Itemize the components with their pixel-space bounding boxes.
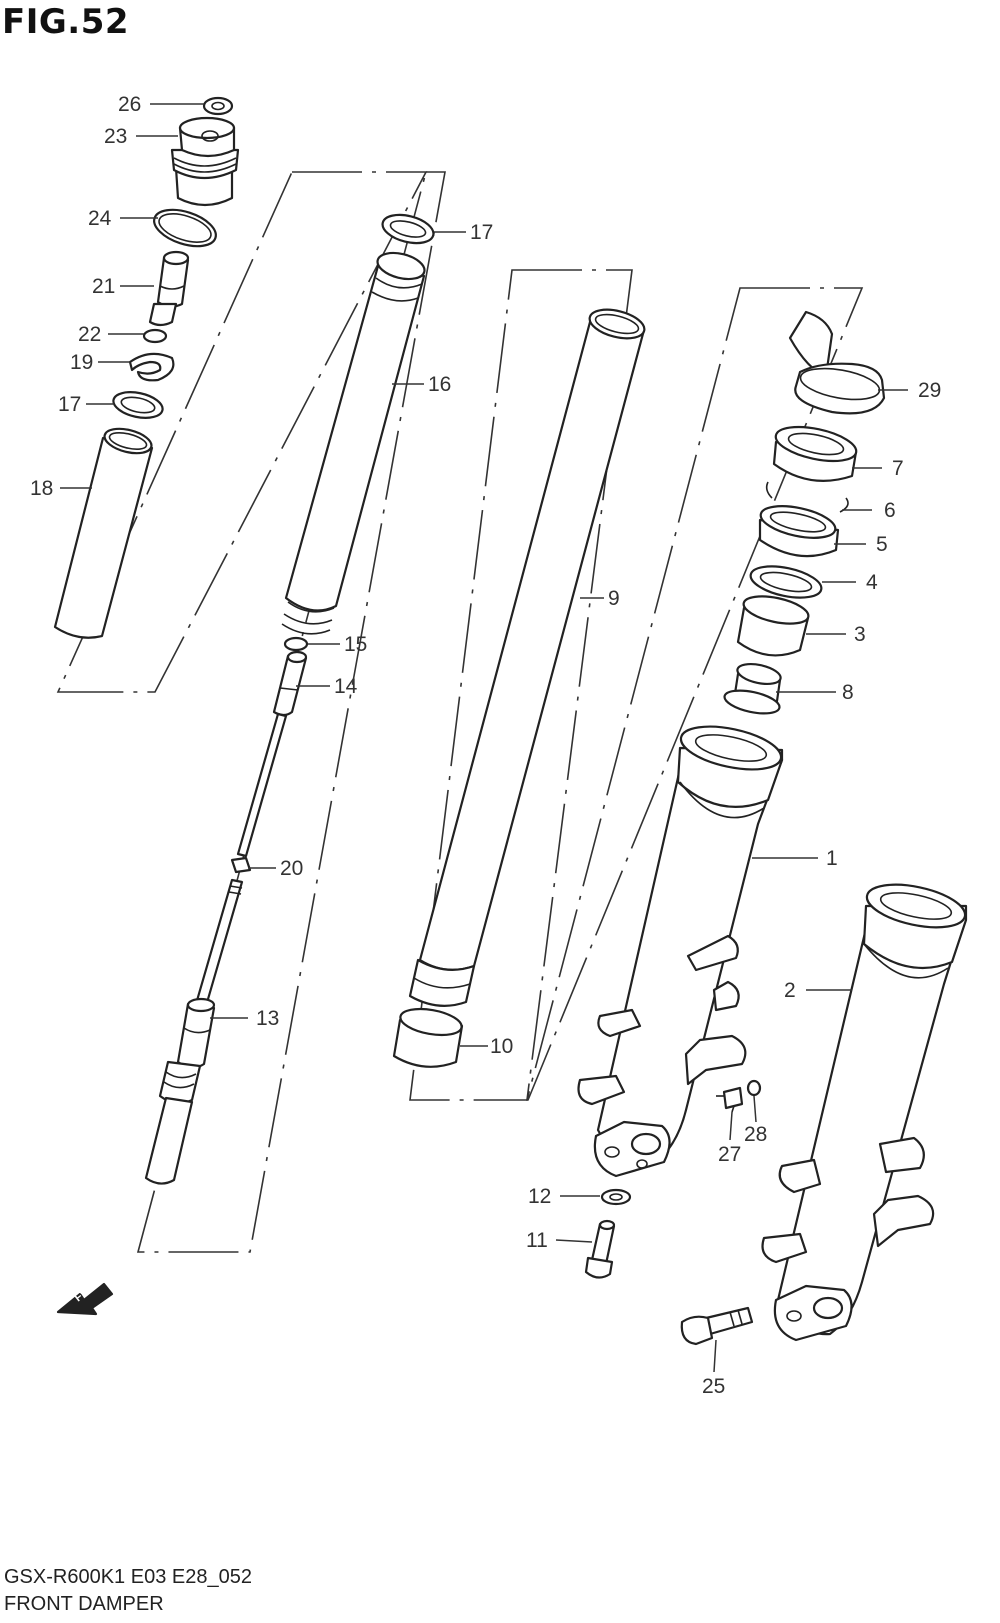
callout-4: 4 bbox=[866, 571, 878, 594]
part-11-bolt bbox=[584, 1219, 616, 1279]
part-28-gasket bbox=[746, 1079, 762, 1097]
callout-17-left: 17 bbox=[58, 393, 81, 416]
leader-lines bbox=[60, 103, 908, 1373]
callout-27: 27 bbox=[718, 1143, 741, 1166]
part-26-washer bbox=[202, 96, 234, 116]
callout-11: 11 bbox=[526, 1229, 548, 1252]
part-15-o-ring bbox=[283, 636, 309, 652]
callout-13: 13 bbox=[256, 1007, 279, 1030]
part-9-inner-tube bbox=[408, 308, 646, 1007]
callout-28: 28 bbox=[744, 1123, 767, 1146]
part-10-bushing bbox=[392, 1007, 464, 1068]
part-4-washer bbox=[749, 565, 823, 599]
part-17-ring-left bbox=[112, 391, 164, 419]
part-29-dust-cover bbox=[788, 310, 886, 415]
part-3-outer-bushing bbox=[736, 595, 810, 657]
callout-17-right: 17 bbox=[470, 221, 493, 244]
part-8-guide-bushing bbox=[723, 662, 782, 715]
part-23-cap-bolt bbox=[170, 116, 240, 207]
group-box-left bbox=[56, 171, 428, 693]
callout-22: 22 bbox=[78, 323, 101, 346]
part-20-nut bbox=[230, 856, 252, 874]
callout-5: 5 bbox=[876, 533, 888, 556]
part-1-outer-tube-right bbox=[577, 725, 784, 1178]
part-6-stopper-ring bbox=[765, 481, 849, 513]
callout-15: 15 bbox=[344, 633, 367, 656]
callout-29: 29 bbox=[918, 379, 941, 402]
callout-18: 18 bbox=[30, 477, 53, 500]
figure-title: FIG.52 bbox=[2, 2, 130, 42]
part-16-fork-spring bbox=[281, 251, 426, 635]
part-2-outer-tube-left bbox=[761, 883, 968, 1342]
part-5-oil-seal bbox=[758, 505, 840, 558]
part-13-damper-rod bbox=[144, 878, 244, 1185]
callout-26: 26 bbox=[118, 93, 141, 116]
model-code: GSX-R600K1 E03 E28_052 bbox=[4, 1566, 252, 1588]
callout-8: 8 bbox=[842, 681, 854, 704]
callout-23: 23 bbox=[104, 125, 127, 148]
part-7-dust-seal bbox=[772, 425, 858, 482]
figure-subtitle: FRONT DAMPER bbox=[4, 1593, 164, 1615]
callout-9: 9 bbox=[608, 587, 620, 610]
group-box-right bbox=[525, 287, 864, 1101]
part-rod-shaft bbox=[236, 712, 288, 858]
part-19-circlip bbox=[128, 352, 175, 382]
callout-14: 14 bbox=[334, 675, 358, 698]
callout-2: 2 bbox=[784, 979, 796, 1002]
callout-16: 16 bbox=[428, 373, 451, 396]
part-25-axle-bolt bbox=[680, 1306, 754, 1346]
part-18-spacer bbox=[53, 427, 154, 639]
callout-25: 25 bbox=[702, 1375, 725, 1398]
callout-21: 21 bbox=[92, 275, 115, 298]
callout-10: 10 bbox=[490, 1035, 513, 1058]
part-22-o-ring bbox=[142, 328, 168, 344]
part-24-o-ring bbox=[153, 208, 217, 248]
part-21-adjuster bbox=[148, 250, 190, 327]
callout-12: 12 bbox=[528, 1185, 551, 1208]
callout-20: 20 bbox=[280, 857, 303, 880]
part-17-ring-right bbox=[381, 213, 435, 245]
callout-7: 7 bbox=[892, 457, 904, 480]
callout-19: 19 bbox=[70, 351, 93, 374]
part-12-gasket bbox=[600, 1188, 632, 1206]
fwd-direction-arrow: FWD bbox=[56, 1279, 114, 1316]
callout-labels: 26 23 24 21 22 19 17 18 17 16 15 14 20 1… bbox=[30, 93, 941, 1398]
callout-3: 3 bbox=[854, 623, 866, 646]
callout-1: 1 bbox=[826, 847, 838, 870]
part-27-bleed-screw bbox=[716, 1086, 744, 1113]
callout-24: 24 bbox=[88, 207, 112, 230]
callout-6: 6 bbox=[884, 499, 896, 522]
part-14-rod-top bbox=[272, 650, 308, 717]
